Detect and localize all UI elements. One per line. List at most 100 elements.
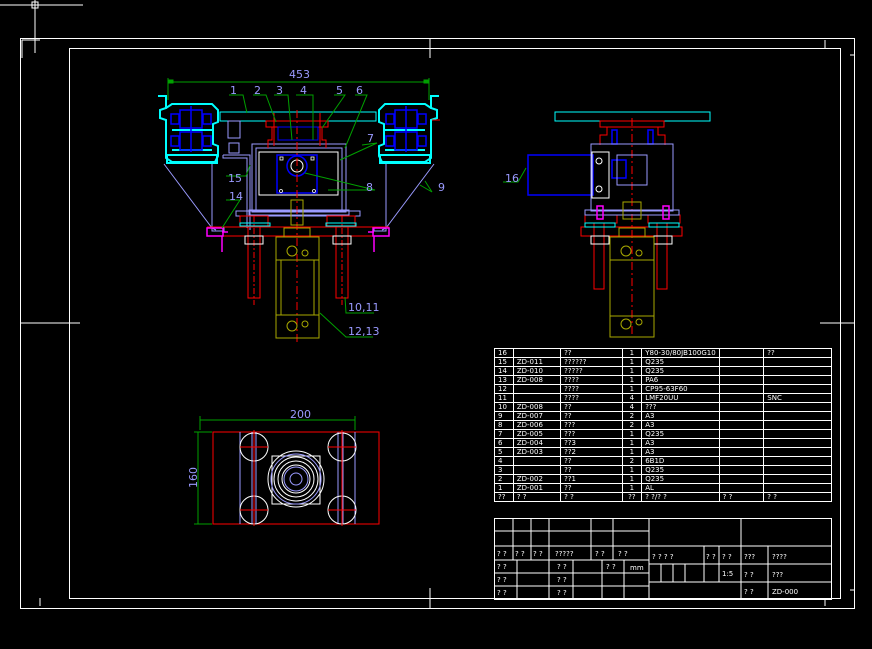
tb-design-4: ????? — [555, 550, 574, 558]
bom-cell-material: 6B1D — [641, 456, 720, 466]
bom-cell-c7 — [763, 375, 832, 385]
bom-cell-c6 — [718, 393, 765, 403]
bom-cell-no: 13 — [494, 375, 514, 385]
bom-cell-no: 6 — [494, 438, 514, 448]
leader-16: 16 — [505, 172, 519, 185]
bom-cell-c7 — [763, 456, 832, 466]
bom-cell-c6 — [718, 375, 765, 385]
tb-drawing-no-label: ? ? — [744, 588, 754, 596]
bom-cell-material: PA6 — [641, 375, 720, 385]
bom-cell-name: ??? — [560, 429, 623, 439]
bom-cell-c7 — [763, 366, 832, 376]
bom-cell-qty: 1 — [621, 483, 643, 493]
bom-cell-code — [512, 384, 562, 394]
bom-cell-c7 — [763, 411, 832, 421]
bom-cell-no: 9 — [494, 411, 514, 421]
bom-cell-c6 — [718, 429, 765, 439]
bom-cell-c6 — [718, 384, 765, 394]
leader-15: 15 — [228, 172, 242, 185]
bom-cell-material: Q235 — [641, 366, 720, 376]
bom-cell-qty: ?? — [621, 492, 643, 502]
bom-cell-material: Q235 — [641, 465, 720, 475]
bom-cell-c7: ? ? — [763, 492, 832, 502]
tb-design-3: ? ? — [533, 550, 543, 558]
tb-sheet-label-1: ??? — [744, 553, 756, 561]
bom-cell-code — [512, 456, 562, 466]
dimension-160: 160 — [187, 467, 200, 488]
leader-4: 4 — [300, 84, 307, 97]
tb-row3-mid: ? ? — [557, 589, 567, 597]
bom-cell-no: 8 — [494, 420, 514, 430]
bom-cell-material: Y80-30/80JB100G10 — [641, 348, 720, 358]
bom-cell-name: ???? — [560, 384, 623, 394]
title-block-grid — [494, 518, 832, 600]
bom-cell-code — [512, 393, 562, 403]
bom-cell-qty: 1 — [621, 357, 643, 367]
bom-cell-no: 16 — [494, 348, 514, 358]
bom-cell-code: ZD-002 — [512, 474, 562, 484]
bom-cell-name: ??1 — [560, 474, 623, 484]
bom-cell-c6 — [718, 438, 765, 448]
bom-cell-name: ?????? — [560, 357, 623, 367]
bom-cell-c7 — [763, 429, 832, 439]
bom-cell-qty: 1 — [621, 465, 643, 475]
tb-row1-right: ? ? — [606, 563, 616, 571]
bom-cell-qty: 1 — [621, 438, 643, 448]
bom-cell-qty: 2 — [621, 420, 643, 430]
bom-cell-material: CP95-63F60 — [641, 384, 720, 394]
bom-cell-c7: SNC — [763, 393, 832, 403]
bom-cell-no: 5 — [494, 447, 514, 457]
bom-cell-no: ?? — [494, 492, 514, 502]
bom-cell-c7 — [763, 474, 832, 484]
bom-cell-material: A3 — [641, 447, 720, 457]
bom-cell-c7 — [763, 483, 832, 493]
bom-cell-c7 — [763, 438, 832, 448]
tb-scale-label: ? ? — [722, 553, 732, 561]
crosshair-cursor-icon — [0, 0, 83, 53]
bom-cell-c6 — [718, 447, 765, 457]
leader-8: 8 — [366, 181, 373, 194]
bom-cell-name: ?? — [560, 348, 623, 358]
bom-cell-code — [512, 348, 562, 358]
bom-cell-name: ???? — [560, 375, 623, 385]
bom-cell-code: ZD-001 — [512, 483, 562, 493]
bom-cell-code: ZD-008 — [512, 402, 562, 412]
bom-cell-no: 1 — [494, 483, 514, 493]
bom-cell-name: ??2 — [560, 447, 623, 457]
bom-cell-c6 — [718, 357, 765, 367]
bom-cell-code: ZD-006 — [512, 420, 562, 430]
bom-cell-code: ZD-007 — [512, 411, 562, 421]
bom-header-row: ??? ?? ???? ?/? ?? ?? ? — [494, 492, 832, 502]
bom-cell-no: 2 — [494, 474, 514, 484]
bom-cell-material: A3 — [641, 411, 720, 421]
bom-cell-c7 — [763, 357, 832, 367]
bom-cell-name: ?? — [560, 483, 623, 493]
leader-10-11: 10,11 — [348, 301, 380, 314]
bom-cell-name: ?? — [560, 411, 623, 421]
dimension-453: 453 — [289, 68, 310, 81]
bom-cell-c6 — [718, 474, 765, 484]
bom-cell-c7 — [763, 402, 832, 412]
title-block: ? ? ? ? ? ? ????? ? ? ? ? ? ? ? ? ? ? mm… — [494, 518, 832, 600]
bom-cell-c6 — [718, 465, 765, 475]
bom-cell-code — [512, 465, 562, 475]
bom-cell-c6 — [718, 411, 765, 421]
bom-cell-name: ? ? — [560, 492, 623, 502]
bom-cell-qty: 1 — [621, 384, 643, 394]
bom-cell-c7 — [763, 420, 832, 430]
bom-cell-material: ? ?/? ? — [641, 492, 720, 502]
bom-cell-no: 14 — [494, 366, 514, 376]
bom-cell-name: ?? — [560, 402, 623, 412]
tb-design-6: ? ? — [618, 550, 628, 558]
